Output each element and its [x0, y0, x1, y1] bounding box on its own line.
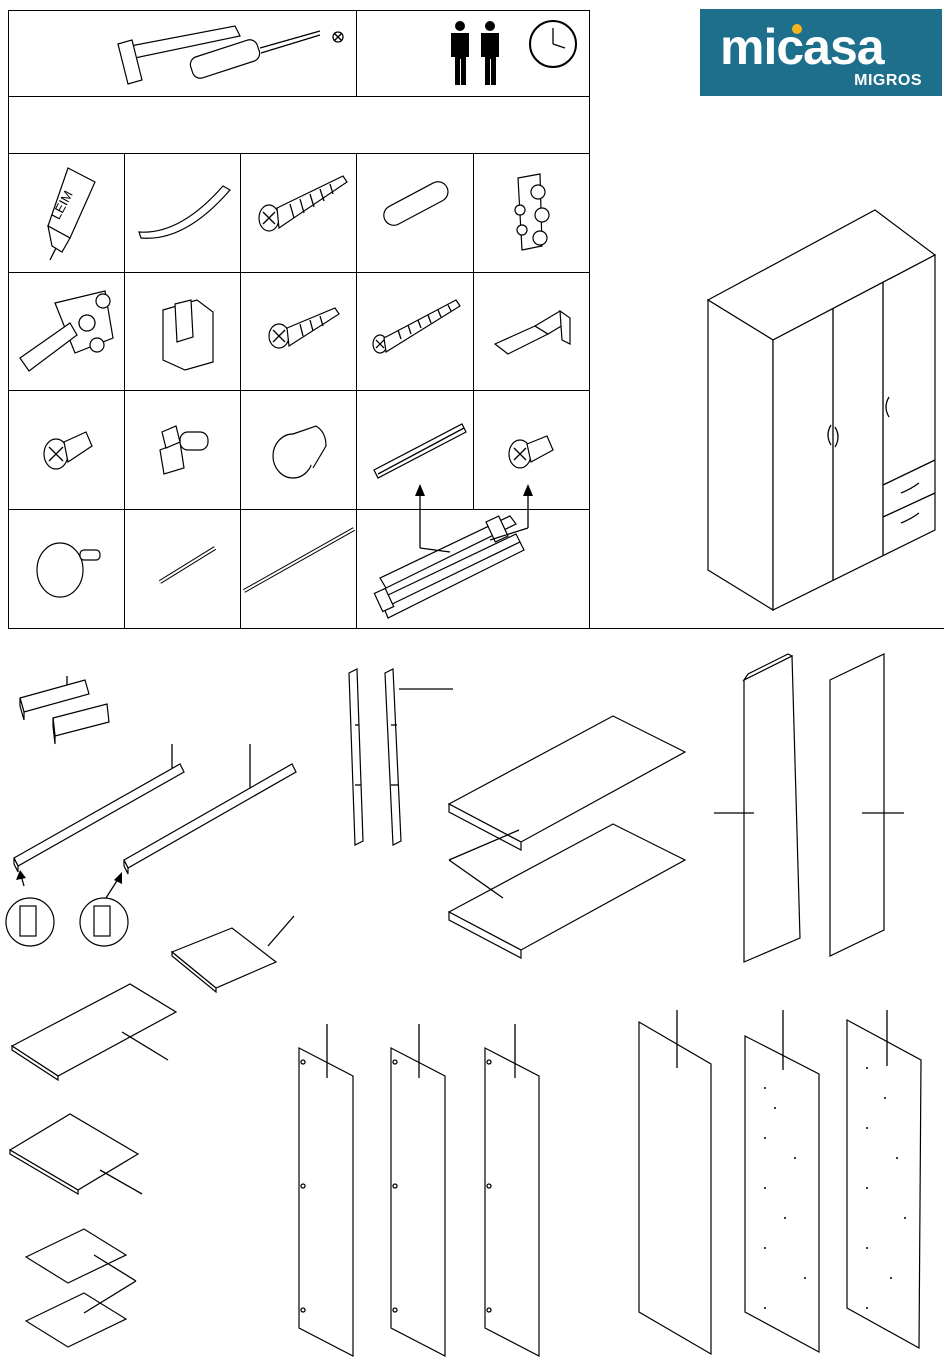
small-shelf-boards: [22, 1225, 142, 1359]
handle-icon: [135, 180, 235, 240]
screwdriver-icon: [185, 28, 335, 88]
two-persons-icon: [447, 20, 507, 88]
bolt-icon: [505, 428, 560, 478]
long-rail-panels: [10, 738, 310, 878]
logo-dot: [792, 24, 802, 34]
detail-circles: [2, 870, 132, 950]
top-bottom-boards: [445, 712, 690, 967]
wood-screw-icon: [255, 168, 355, 238]
rail-icon: [370, 420, 470, 485]
cam-screw-icon: [40, 420, 100, 480]
short-rod-icon: [155, 540, 220, 590]
clock-icon: [527, 18, 579, 70]
tall-panels-right: [635, 1008, 930, 1358]
small-square-panel: [168, 912, 298, 994]
cam-disc-icon: [30, 530, 105, 605]
long-screw-icon: [368, 292, 468, 357]
logo-subtitle: MIGROS: [854, 72, 922, 90]
wardrobe-assembled-illustration: [705, 205, 945, 615]
knob-icon: [268, 416, 333, 481]
micasa-logo: micasa MIGROS: [700, 9, 942, 96]
phillips-icon: [331, 30, 345, 44]
tall-panels-middle: [295, 1020, 550, 1360]
dowel-icon: [375, 180, 455, 235]
rail-bracket-icon: [490, 296, 575, 361]
door-panels: [712, 650, 912, 965]
shelf-pin-icon: [150, 420, 220, 480]
shelf-support-icon: [155, 292, 225, 372]
small-screw-icon: [265, 298, 345, 358]
large-shelf-board: [8, 980, 178, 1080]
vertical-post-panels: [345, 665, 455, 850]
hinge-plate-icon: [500, 170, 570, 260]
medium-shelf-board: [6, 1110, 146, 1190]
glue-tube-icon: LEIM: [30, 160, 110, 265]
long-rod-icon: [240, 525, 360, 595]
hinge-icon: [15, 283, 115, 378]
drawer-runner-icon: [370, 478, 580, 626]
